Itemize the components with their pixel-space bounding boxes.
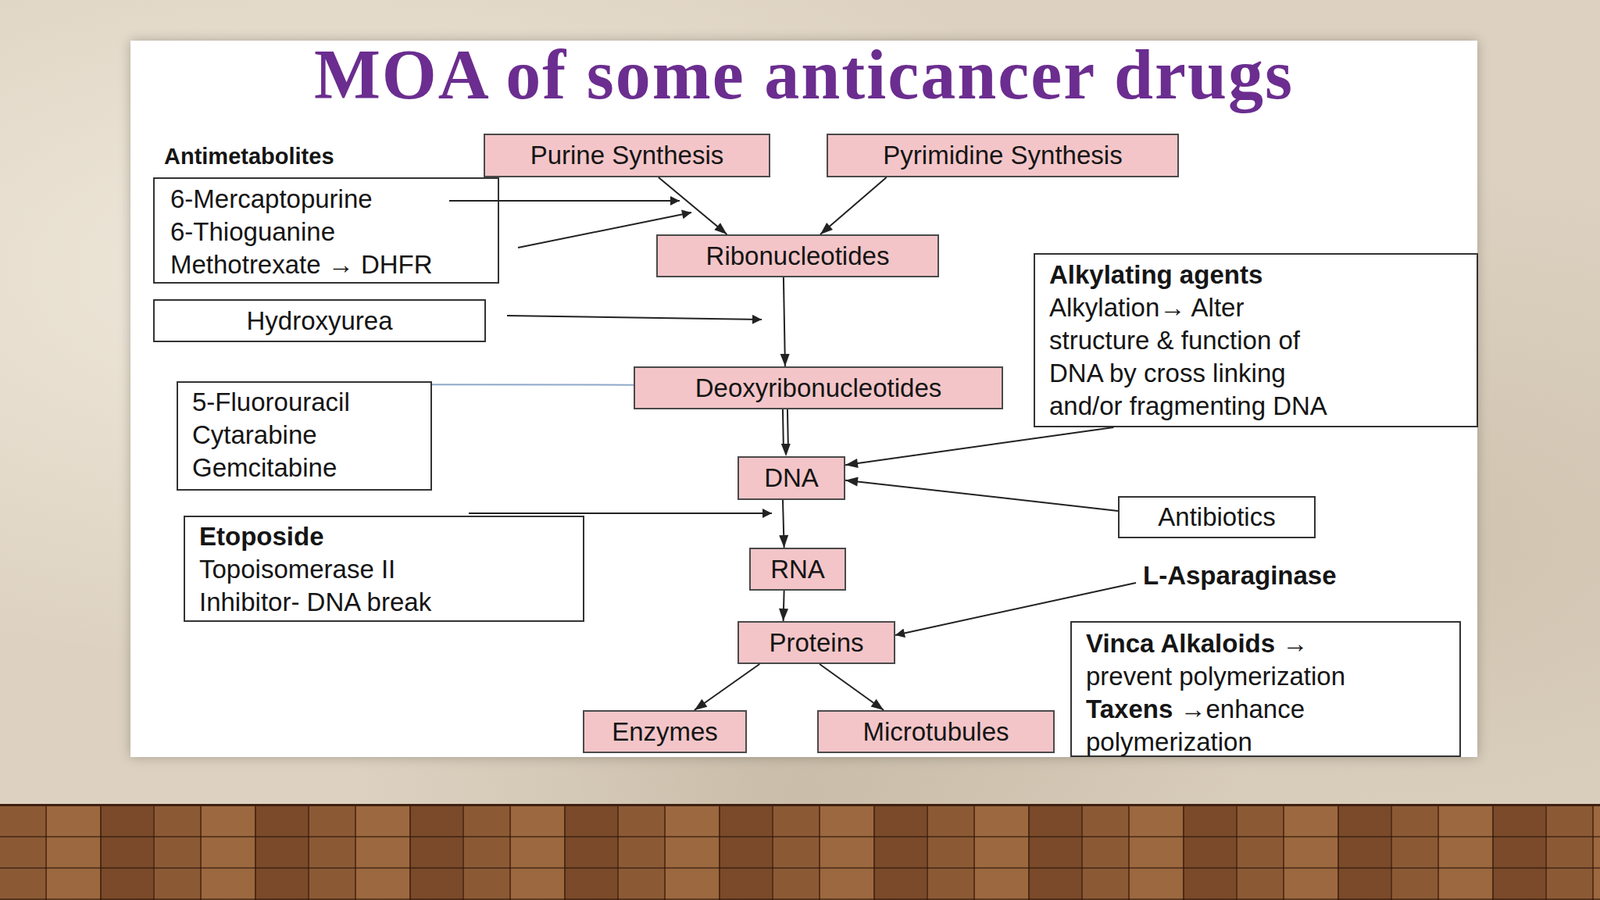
connector-line xyxy=(786,409,790,447)
connector-line xyxy=(845,480,1118,511)
connector xyxy=(778,590,789,622)
connector-line xyxy=(783,277,786,367)
arrow-head xyxy=(871,699,884,711)
connector xyxy=(780,277,790,367)
wood-floor xyxy=(0,803,1600,900)
connector-line xyxy=(820,177,887,235)
box-text: Enzymes xyxy=(611,715,718,749)
box-text: Antibiotics xyxy=(1157,500,1275,534)
connector xyxy=(694,664,760,711)
leader-arrows xyxy=(449,200,1136,636)
bold-term: Vinca Alkaloids xyxy=(1085,628,1283,658)
connector-line xyxy=(782,500,785,548)
drug-box: 5-FluorouracilCytarabineGemcitabine xyxy=(176,381,433,491)
text-stack: Deoxyribonucleotides xyxy=(695,371,943,405)
arrow-head xyxy=(780,353,790,367)
box-text: Hydroxyurea xyxy=(246,304,393,338)
connector xyxy=(845,477,1118,511)
text-stack: Pyrimidine Synthesis xyxy=(882,139,1122,172)
box-text: Gemcitabine xyxy=(192,451,417,485)
text-stack: Microtubules xyxy=(862,715,1009,749)
connector xyxy=(658,177,728,235)
process-box: Deoxyribonucleotides xyxy=(633,366,1004,410)
box-text: Ribonucleotides xyxy=(706,239,890,273)
process-box: Microtubules xyxy=(817,710,1055,754)
connector-line xyxy=(845,427,1114,465)
text-stack: Antibiotics xyxy=(1157,500,1275,534)
arrow-head xyxy=(845,458,859,468)
text-stack: RNA xyxy=(770,553,825,586)
box-text: Pyrimidine Synthesis xyxy=(882,139,1122,172)
box-text: Deoxyribonucleotides xyxy=(695,371,943,405)
connector-line xyxy=(694,664,760,711)
arrow-head xyxy=(778,535,789,548)
bold-term: Taxens xyxy=(1085,694,1180,724)
box-text: Taxens →enhance polymerization xyxy=(1085,692,1368,759)
arrow-head xyxy=(778,608,789,622)
arrow-head xyxy=(781,443,791,457)
box-text: Topoisomerase II Inhibitor- DNA break xyxy=(199,553,465,619)
process-box: Purine Synthesis xyxy=(483,133,771,178)
drug-box: Antimetabolites6-Mercaptopurine6-Thiogua… xyxy=(153,177,500,284)
drug-label: L-Asparaginase xyxy=(1142,559,1337,593)
drug-box: Hydroxyurea xyxy=(153,299,486,343)
arrow-head xyxy=(820,222,833,235)
connector xyxy=(432,384,634,386)
leader-arrow xyxy=(895,582,1136,636)
leader-arrow xyxy=(507,315,762,320)
arrow-head xyxy=(714,222,727,235)
box-text: Microtubules xyxy=(862,715,1009,749)
process-box: Proteins xyxy=(737,621,896,665)
arrow-head xyxy=(845,477,859,487)
text-stack: DNA xyxy=(764,461,819,495)
text-stack: Purine Synthesis xyxy=(530,139,725,172)
drug-box: Vinca Alkaloids → prevent polymerization… xyxy=(1070,621,1461,758)
process-box: DNA xyxy=(737,456,846,500)
connector-line xyxy=(658,177,728,235)
leader-arrow xyxy=(517,212,692,248)
box-heading: Antimetabolites xyxy=(164,139,335,173)
text-stack: Enzymes xyxy=(611,715,718,749)
slide-title: MOA of some anticancer drugs xyxy=(130,35,1478,115)
box-text: Cytarabine xyxy=(192,418,417,452)
box-text: 6-Mercaptopurine xyxy=(170,182,483,216)
box-text: DNA xyxy=(764,461,819,495)
process-box: RNA xyxy=(749,547,847,591)
box-text: RNA xyxy=(770,553,825,586)
connector xyxy=(820,177,887,235)
connector xyxy=(845,427,1114,468)
text-stack: Hydroxyurea xyxy=(246,304,393,338)
box-text: Purine Synthesis xyxy=(530,139,725,172)
connector-line xyxy=(819,664,884,711)
drug-box: EtoposideTopoisomerase II Inhibitor- DNA… xyxy=(183,515,585,622)
box-text: Vinca Alkaloids → prevent polymerization xyxy=(1085,627,1368,693)
box-text: Proteins xyxy=(768,626,864,660)
leader-arrow xyxy=(449,200,680,202)
drug-box: Antibiotics xyxy=(1117,496,1316,539)
arrow-head xyxy=(694,699,708,711)
connector-line xyxy=(783,590,785,622)
connector xyxy=(819,664,884,711)
connector xyxy=(778,500,789,548)
connector-line xyxy=(782,409,785,447)
box-text: Etoposide xyxy=(199,520,569,554)
box-text: 6-Thioguanine xyxy=(170,215,483,249)
box-text: Methotrexate → DHFR xyxy=(170,248,483,282)
text-stack: Proteins xyxy=(768,626,864,660)
process-box: Ribonucleotides xyxy=(656,234,940,278)
box-text: Alkylation→ Alter structure & function o… xyxy=(1049,291,1340,423)
box-text: 5-Fluorouracil xyxy=(192,385,417,419)
connector xyxy=(781,409,791,457)
text-stack: Ribonucleotides xyxy=(706,239,890,273)
process-box: Pyrimidine Synthesis xyxy=(826,133,1179,178)
leader-arrow xyxy=(468,512,772,515)
box-text: Alkylating agents xyxy=(1049,258,1463,292)
drug-box: Alkylating agentsAlkylation→ Alter struc… xyxy=(1033,253,1479,428)
connector-line xyxy=(432,383,634,386)
process-box: Enzymes xyxy=(582,710,747,754)
